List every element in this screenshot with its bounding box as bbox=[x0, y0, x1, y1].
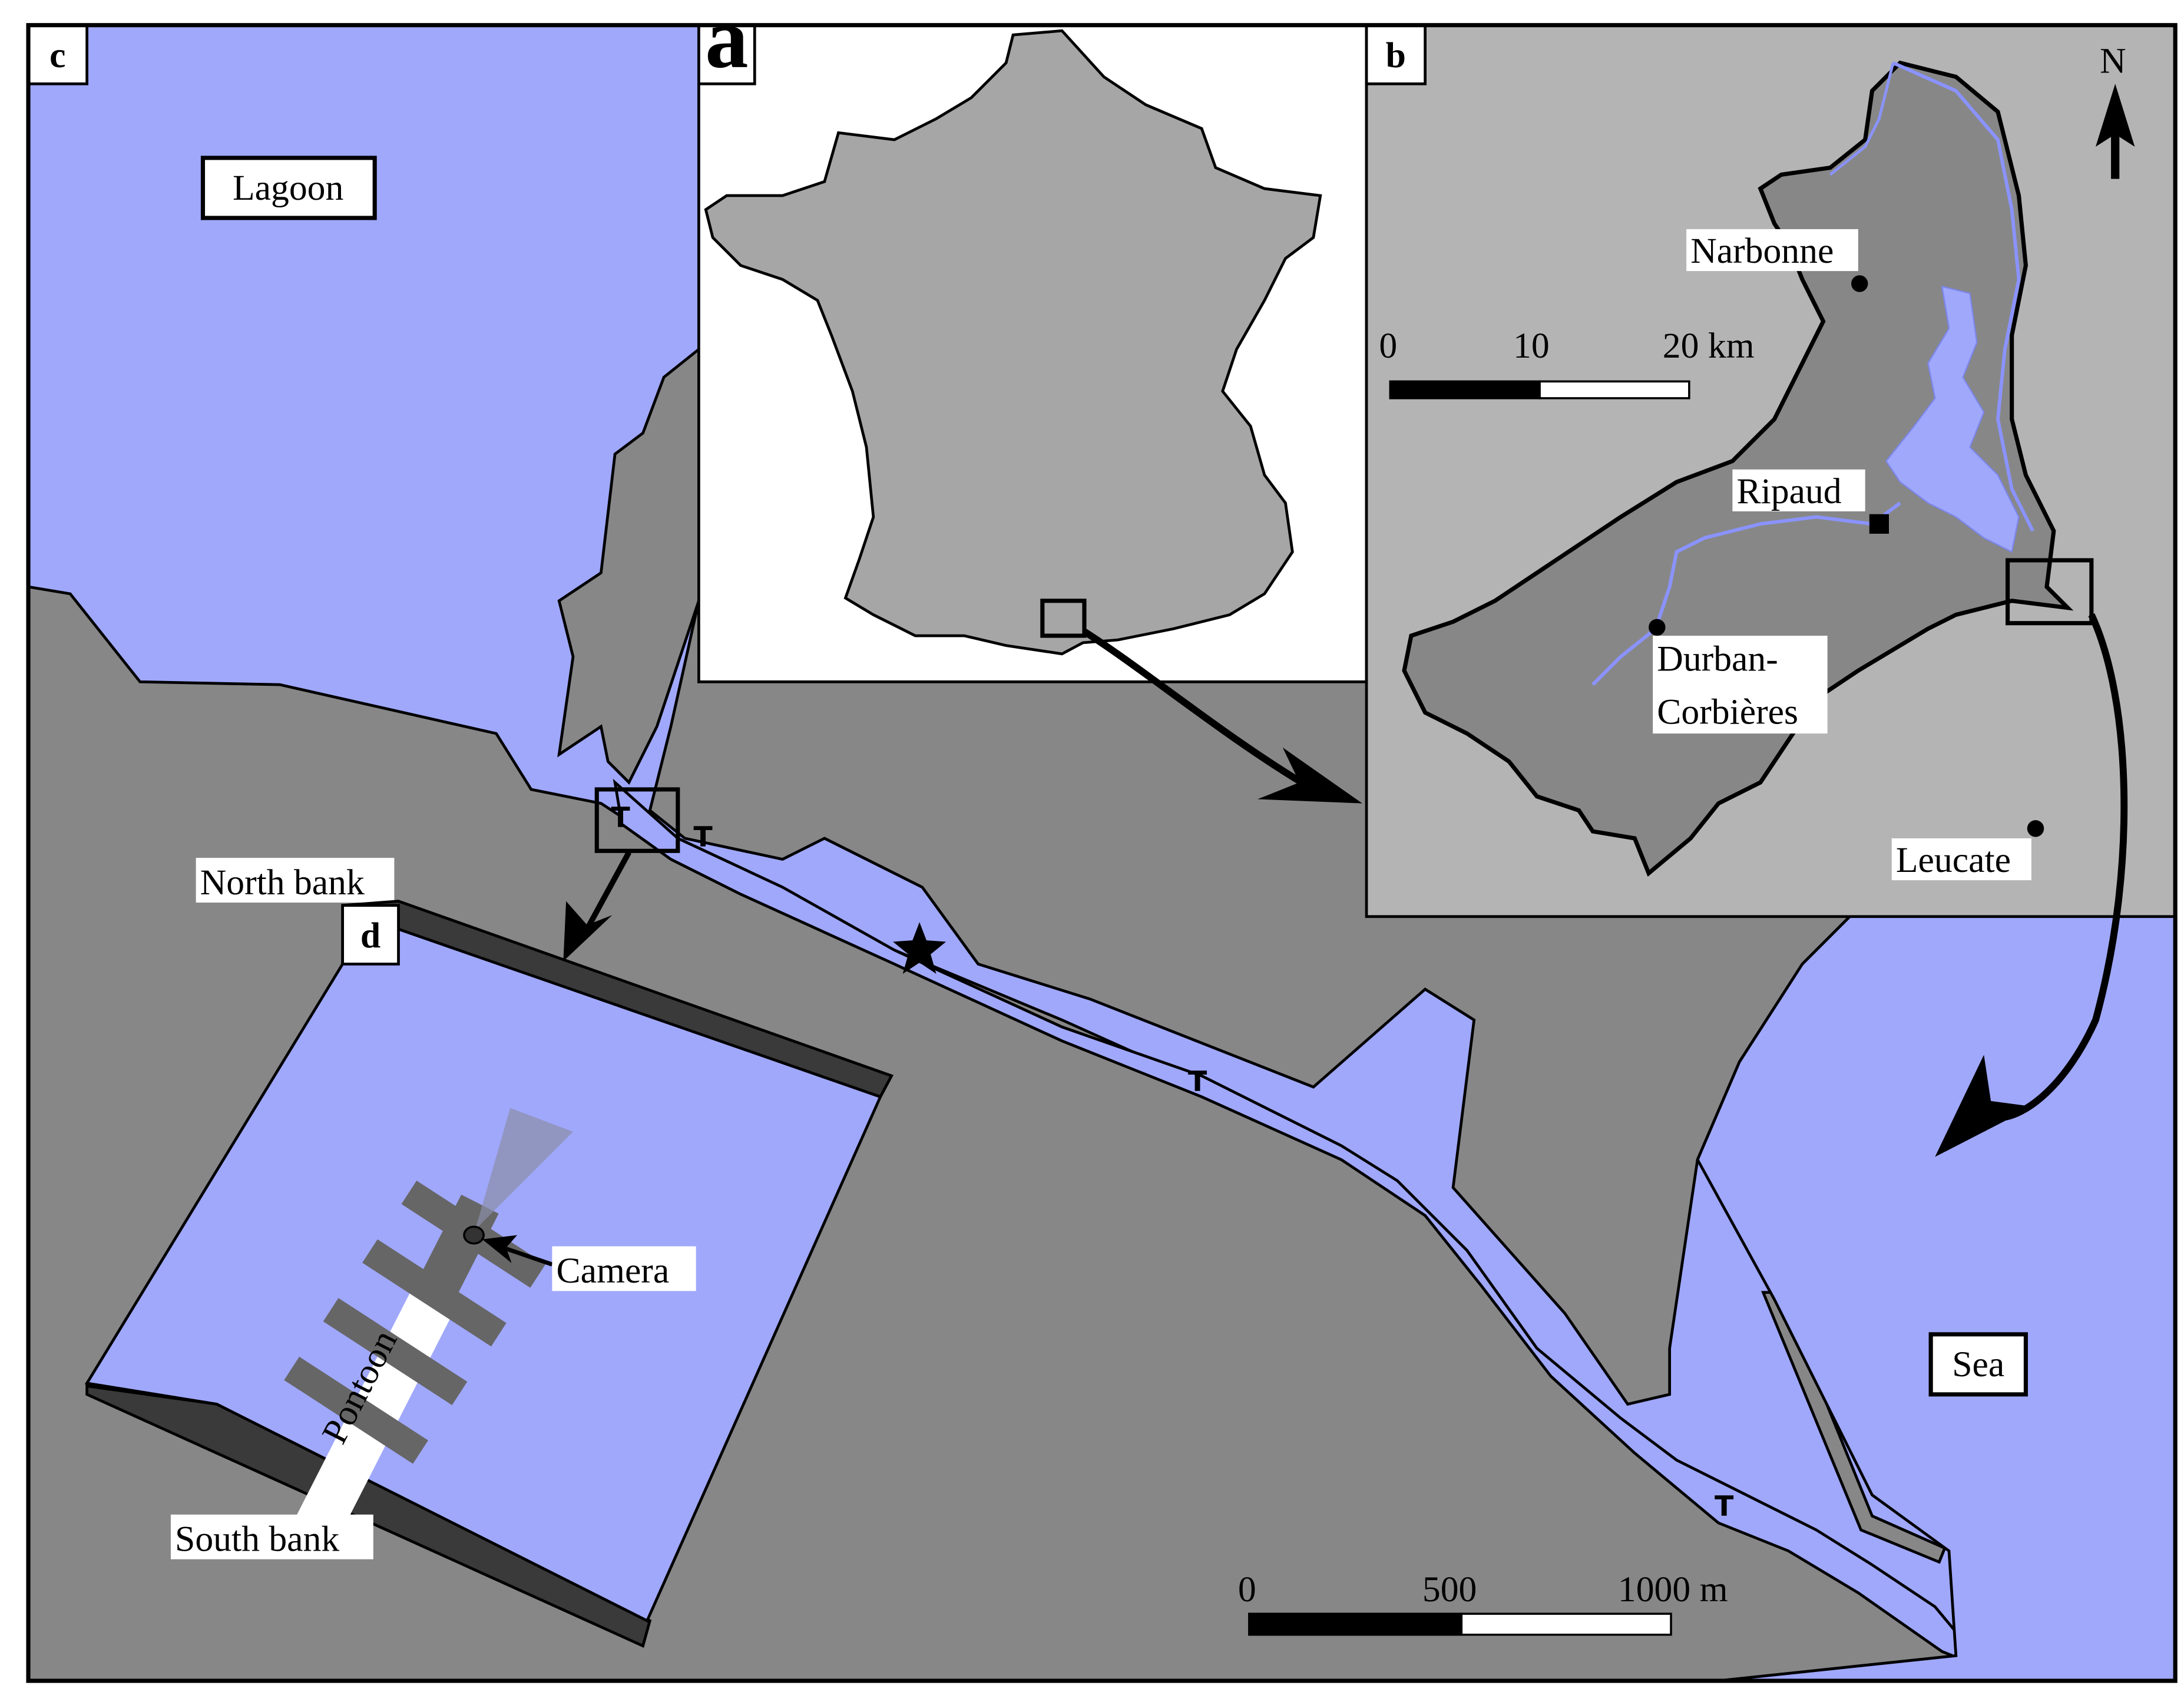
catchment-area bbox=[1402, 60, 2074, 877]
m-scale-black bbox=[1248, 1612, 1463, 1636]
km-scale-white bbox=[1538, 380, 1690, 399]
m-scale-1000: 1000 m bbox=[1618, 1569, 1728, 1610]
km-scale-10: 10 bbox=[1513, 326, 1550, 366]
arrow-b-to-sea bbox=[1997, 613, 2128, 1122]
panel-a-letter: a bbox=[705, 0, 749, 86]
lagoon-label: Lagoon bbox=[233, 168, 343, 208]
narbonne-label: Narbonne bbox=[1690, 231, 1834, 271]
north-arrow-icon bbox=[2095, 84, 2135, 179]
durban-label-1: Durban- bbox=[1657, 639, 1778, 679]
sea-label: Sea bbox=[1952, 1344, 2004, 1384]
sea-label-box bbox=[1928, 1332, 2028, 1397]
panel-b-locator-box bbox=[2006, 558, 2094, 626]
camera-fov bbox=[475, 1108, 573, 1230]
arrow-c-to-d-head bbox=[563, 901, 613, 961]
m-scale-white bbox=[1460, 1612, 1672, 1636]
river-main bbox=[1892, 61, 2034, 532]
arrow-b-to-sea-head bbox=[1935, 1055, 2033, 1157]
leucate-label-bg bbox=[1891, 838, 2031, 881]
t-marker-3: T bbox=[1188, 1066, 1207, 1098]
river-upper bbox=[1829, 62, 1895, 176]
panel-d-letter: d bbox=[360, 916, 380, 956]
leucate-label: Leucate bbox=[1896, 840, 2011, 880]
panel-c-letter: c bbox=[49, 35, 65, 75]
t-marker-4: T bbox=[1715, 1491, 1734, 1523]
lagoon-label-box bbox=[200, 156, 377, 220]
panel-a-letter-box bbox=[697, 24, 756, 85]
camera-arrow bbox=[502, 1245, 553, 1267]
arrow-a-to-b bbox=[1082, 628, 1315, 793]
camera-arrow-head bbox=[482, 1235, 518, 1263]
panel-b-letter: b bbox=[1386, 35, 1406, 75]
channel-spit bbox=[557, 346, 700, 785]
ripaud-label-bg bbox=[1732, 469, 1865, 512]
t-marker-1: T bbox=[611, 802, 630, 834]
durban-label-bg bbox=[1653, 636, 1828, 734]
km-scale-0: 0 bbox=[1379, 326, 1397, 366]
outer-frame bbox=[26, 23, 2178, 1683]
ripaud-square bbox=[1869, 514, 1889, 534]
leucate-dot bbox=[2027, 820, 2044, 837]
lagoon-small bbox=[1885, 285, 2020, 553]
river-berre bbox=[1591, 501, 1901, 686]
south-bank-label-bg bbox=[170, 1514, 373, 1559]
panel-b-letter-box bbox=[1365, 24, 1427, 85]
north-label: N bbox=[2100, 41, 2126, 81]
camera-icon bbox=[463, 1225, 485, 1245]
panel-a-locator-box bbox=[1040, 599, 1087, 638]
arrow-c-to-d bbox=[584, 851, 631, 931]
camera-label: Camera bbox=[556, 1251, 669, 1291]
m-scale-0: 0 bbox=[1238, 1569, 1256, 1610]
arrow-a-to-b-head bbox=[1258, 747, 1362, 804]
north-bank-label: North bank bbox=[200, 862, 365, 903]
narbonne-dot bbox=[1851, 275, 1868, 292]
t-marker-2: T bbox=[693, 821, 713, 854]
durban-dot bbox=[1649, 619, 1666, 636]
star-icon bbox=[893, 922, 947, 974]
km-scale-black bbox=[1389, 380, 1541, 399]
pontoon-finger-4 bbox=[284, 1356, 428, 1464]
north-bank-label-bg bbox=[196, 858, 395, 903]
france-outline bbox=[704, 29, 1322, 656]
m-scale-500: 500 bbox=[1422, 1569, 1477, 1610]
narbonne-label-bg bbox=[1686, 229, 1858, 272]
durban-label-2: Corbières bbox=[1657, 692, 1798, 732]
pontoon bbox=[284, 1180, 546, 1545]
south-bank-label: South bank bbox=[175, 1519, 339, 1559]
panel-c-locator-box bbox=[594, 787, 680, 853]
ripaud-label: Ripaud bbox=[1736, 471, 1841, 511]
camera-label-bg bbox=[552, 1246, 696, 1291]
pontoon-finger-3 bbox=[323, 1298, 468, 1406]
km-scale-20: 20 km bbox=[1663, 326, 1755, 366]
panel-d-letter-box bbox=[341, 904, 400, 966]
